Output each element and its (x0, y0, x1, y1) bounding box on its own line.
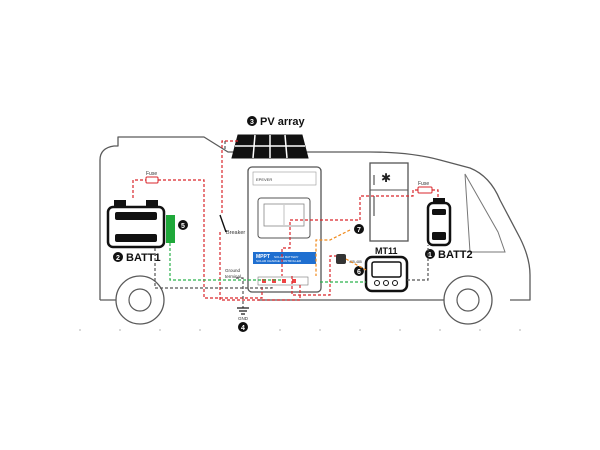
marker-6: 6 (357, 269, 361, 276)
ground-terminal-label-1: Ground (225, 268, 241, 273)
breaker-label: Breaker (226, 230, 245, 236)
gnd-label: GND (238, 316, 249, 321)
fuse-right: Fuse (417, 181, 433, 194)
mt11-marker: 6 (354, 266, 364, 276)
batt1-marker: 2 (113, 252, 123, 262)
battery-icon (106, 200, 166, 249)
wires (132, 140, 439, 308)
batt2-marker: 1 (425, 249, 435, 259)
sensor-marker: 5 (178, 220, 188, 230)
ground-marker: 4 (238, 322, 248, 332)
batt2-label: BATT2 (438, 249, 473, 261)
marker-1: 1 (428, 252, 432, 259)
fridge: ✱ (369, 162, 409, 242)
controller-label-band (253, 252, 316, 264)
rear-wheel (115, 275, 165, 325)
marker-7: 7 (357, 227, 361, 234)
controller-brand: EPEVER (256, 177, 272, 182)
fuse-left: Fuse (145, 171, 159, 184)
snowflake-icon: ✱ (381, 171, 391, 185)
pv-array-label: PV array (260, 116, 306, 128)
controller-sub2: SOLAR CHARGE CONTROLLER (256, 259, 302, 263)
rs485-adapter (336, 254, 346, 264)
temperature-sensor (166, 215, 175, 243)
controller-model: MPPT (256, 254, 270, 260)
marker-2: 2 (116, 255, 120, 262)
controller-sub1: SOLAR BATTERY (274, 255, 299, 259)
marker-4: 4 (241, 325, 245, 332)
mt11-label: MT11 (375, 246, 398, 256)
marker-5: 5 (181, 223, 185, 230)
marker-3: 3 (250, 119, 254, 126)
ground-icon (237, 307, 249, 315)
fuse-right-label: Fuse (418, 181, 429, 187)
cable-marker: 7 (354, 224, 364, 234)
ground-dots (79, 329, 521, 331)
breaker-switch: Breaker (219, 214, 245, 236)
fuse-left-label: Fuse (146, 171, 157, 177)
front-wheel (443, 275, 493, 325)
battery2-icon (426, 198, 452, 247)
charge-controller: EPEVER MPPT SOLAR BATTERY SOLAR CHARGE C… (247, 166, 322, 293)
batt1-label: BATT1 (126, 252, 161, 264)
display-meter-icon (364, 255, 409, 293)
pv-array-marker: 3 (247, 116, 257, 126)
rs485-label: 485-485 (349, 260, 362, 264)
solar-panel-icon (231, 134, 309, 159)
ground-terminal-label-2: terminal (225, 274, 241, 279)
